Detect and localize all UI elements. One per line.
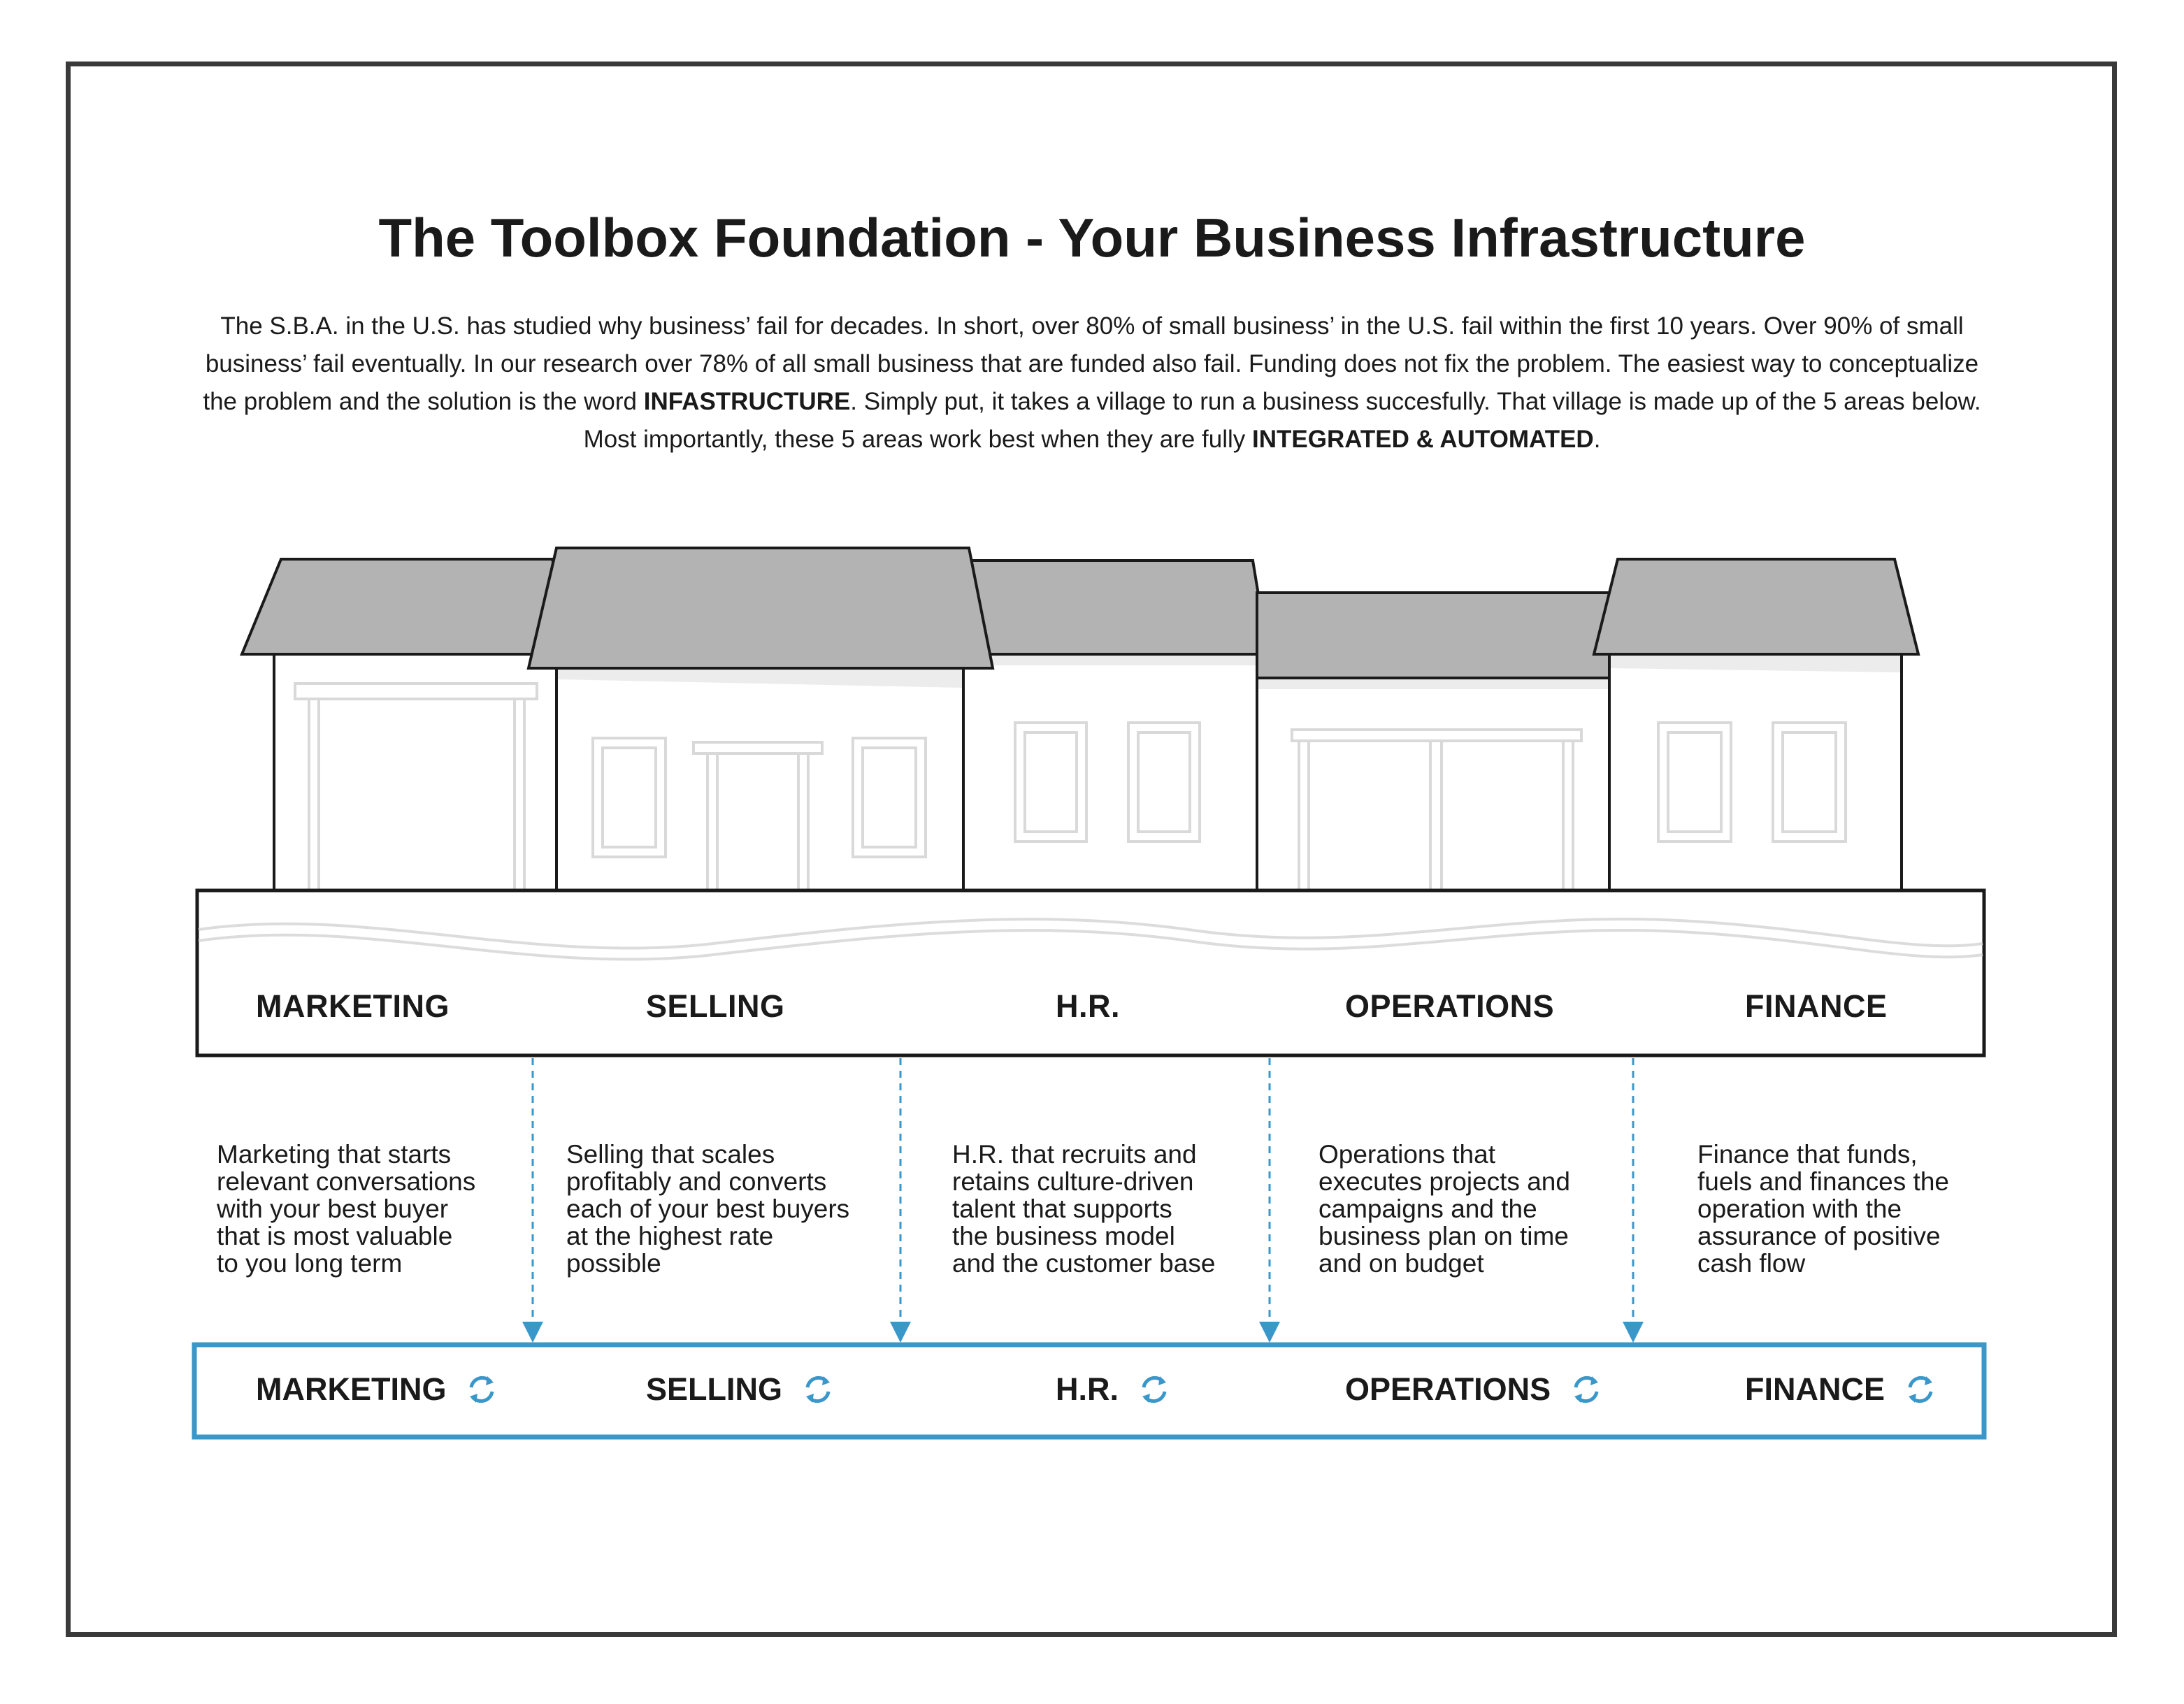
intro-text-2: . Simply put, it takes a village to run … — [583, 388, 1981, 453]
building-hr — [962, 559, 1270, 892]
intro-text-3: . — [1593, 426, 1601, 453]
foundation-label-selling: SELLING — [646, 988, 785, 1024]
foundation-label-finance: FINANCE — [1745, 988, 1888, 1024]
integrated-item-hr: H.R. — [1056, 1371, 1172, 1408]
integrated-label-hr: H.R. — [1056, 1371, 1119, 1407]
integrated-item-finance: FINANCE — [1745, 1371, 1938, 1408]
sync-icon — [1569, 1372, 1604, 1407]
sync-icon — [1137, 1372, 1172, 1407]
integrated-label-operations: OPERATIONS — [1345, 1371, 1551, 1407]
integrated-label-finance: FINANCE — [1745, 1371, 1885, 1407]
description-marketing: Marketing that starts relevant conversat… — [217, 1140, 476, 1278]
integrated-item-marketing: MARKETING — [256, 1371, 499, 1408]
integrated-label-marketing: MARKETING — [256, 1371, 447, 1407]
foundation-label-operations: OPERATIONS — [1345, 988, 1555, 1024]
foundation-box — [195, 888, 1986, 1057]
foundation-label-marketing: MARKETING — [256, 988, 450, 1024]
sync-icon — [1903, 1372, 1938, 1407]
intro-text-1: The S.B.A. in the U.S. has studied why b… — [203, 312, 1979, 415]
sync-icon — [800, 1372, 835, 1407]
description-finance: Finance that funds, fuels and finances t… — [1697, 1140, 1949, 1278]
description-operations: Operations that executes projects and ca… — [1319, 1140, 1570, 1278]
intro-bold-integrated: INTEGRATED & AUTOMATED — [1252, 426, 1594, 453]
integrated-label-selling: SELLING — [646, 1371, 783, 1407]
intro-paragraph: The S.B.A. in the U.S. has studied why b… — [203, 308, 1981, 459]
building-selling — [526, 547, 995, 892]
description-hr: H.R. that recruits and retains culture-d… — [952, 1140, 1216, 1278]
connector-arrows — [522, 1058, 1644, 1343]
integrated-item-operations: OPERATIONS — [1345, 1371, 1604, 1408]
building-marketing — [240, 558, 582, 892]
integrated-item-selling: SELLING — [646, 1371, 835, 1408]
page-frame — [66, 62, 2117, 1637]
page-title: The Toolbox Foundation - Your Business I… — [378, 207, 1806, 268]
sync-icon — [464, 1372, 499, 1407]
building-finance — [1592, 558, 1920, 892]
description-selling: Selling that scales profitably and conve… — [566, 1140, 850, 1278]
foundation-label-hr: H.R. — [1056, 988, 1120, 1024]
building-operations — [1256, 591, 1612, 892]
integration-bar — [192, 1342, 1987, 1440]
intro-bold-infrastructure: INFASTRUCTURE — [643, 388, 851, 415]
